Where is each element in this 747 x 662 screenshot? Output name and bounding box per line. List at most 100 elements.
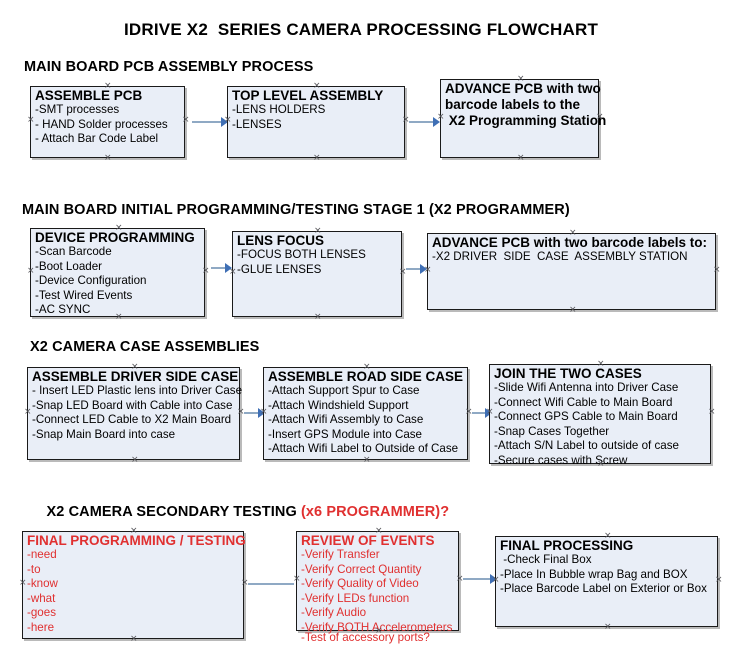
connection-handle-right[interactable] xyxy=(465,409,472,416)
connection-handle-bottom[interactable] xyxy=(115,314,122,321)
node-line: -here xyxy=(27,620,55,634)
node-line: -Verify Audio xyxy=(301,606,367,620)
node-line: -AC SYNC xyxy=(35,303,91,317)
connector-2b xyxy=(406,268,424,270)
node-line: -Snap Cases Together xyxy=(494,424,610,438)
connection-handle-right[interactable] xyxy=(456,576,463,583)
node-line: -Slide Wifi Antenna into Driver Case xyxy=(494,381,679,395)
node-title: JOIN THE TWO CASES xyxy=(494,366,642,381)
node-advance-pcb-driver-side-station[interactable]: ADVANCE PCB with two barcode labels to: … xyxy=(427,233,716,310)
connection-handle-top[interactable] xyxy=(569,230,576,237)
node-advance-pcb-programming-station[interactable]: ADVANCE PCB with two barcode labels to t… xyxy=(437,76,606,158)
connection-handle-top[interactable] xyxy=(115,225,122,232)
connection-handle-top[interactable] xyxy=(363,364,370,371)
connection-handle-bottom[interactable] xyxy=(604,624,611,631)
connection-handle-left[interactable] xyxy=(293,576,300,583)
connection-handle-left[interactable] xyxy=(224,117,231,124)
connection-handle-right[interactable] xyxy=(241,580,248,587)
connection-handle-top[interactable] xyxy=(313,83,320,90)
connection-handle-bottom[interactable] xyxy=(375,628,382,635)
node-line: -Secure cases with Screw xyxy=(494,453,628,467)
connection-handle-right[interactable] xyxy=(713,267,720,274)
node-top-level-assembly[interactable]: TOP LEVEL ASSEMBLY -LENS HOLDERS -LENSES xyxy=(227,86,405,158)
node-line: -Place In Bubble wrap Bag and BOX xyxy=(500,567,688,581)
page-title: IDRIVE X2 SERIES CAMERA PROCESSING FLOWC… xyxy=(124,20,599,39)
node-line: -Attach Wifi Label to Outside of Case xyxy=(268,442,459,456)
connection-handle-left[interactable] xyxy=(19,580,26,587)
connection-handle-bottom[interactable] xyxy=(104,155,111,162)
connection-handle-left[interactable] xyxy=(27,117,34,124)
node-assemble-road-side-case[interactable]: ASSEMBLE ROAD SIDE CASE -Attach Support … xyxy=(263,367,468,460)
connection-handle-left[interactable] xyxy=(229,269,236,276)
connection-handle-right[interactable] xyxy=(596,114,603,121)
connection-handle-bottom[interactable] xyxy=(314,314,321,321)
connection-handle-bottom[interactable] xyxy=(313,155,320,162)
node-line: - HAND Solder processes xyxy=(35,117,168,131)
connection-handle-right[interactable] xyxy=(182,117,189,124)
connection-handle-bottom[interactable] xyxy=(363,457,370,464)
connection-handle-left[interactable] xyxy=(492,577,499,584)
node-title: ASSEMBLE ROAD SIDE CASE xyxy=(268,369,464,384)
node-title: DEVICE PROGRAMMING xyxy=(35,230,195,245)
connection-handle-top[interactable] xyxy=(604,533,611,540)
section-heading-4-accent: (x6 PROGRAMMER)? xyxy=(300,504,450,520)
connection-handle-bottom[interactable] xyxy=(131,457,138,464)
connection-handle-top[interactable] xyxy=(130,528,137,535)
node-line: -know xyxy=(27,577,58,591)
node-review-of-events[interactable]: REVIEW OF EVENTS -Verify Transfer -Verif… xyxy=(293,528,459,644)
connection-handle-bottom[interactable] xyxy=(517,155,524,162)
node-title: FINAL PROGRAMMING / TESTING xyxy=(27,533,246,548)
node-assemble-driver-side-case[interactable]: ASSEMBLE DRIVER SIDE CASE - Insert LED P… xyxy=(24,364,242,460)
node-final-programming-testing[interactable]: FINAL PROGRAMMING / TESTING -need -to -k… xyxy=(19,528,246,639)
connection-handle-bottom[interactable] xyxy=(130,636,137,643)
node-line: -Attach Support Spur to Case xyxy=(268,384,420,398)
connection-handle-right[interactable] xyxy=(237,409,244,416)
connection-handle-top[interactable] xyxy=(131,364,138,371)
connection-handle-right[interactable] xyxy=(202,268,209,275)
connection-handle-top[interactable] xyxy=(104,83,111,90)
node-line: -Verify LEDs function xyxy=(301,591,410,605)
section-heading-3: X2 CAMERA CASE ASSEMBLIES xyxy=(30,339,260,355)
connection-handle-left[interactable] xyxy=(260,409,267,416)
node-assemble-pcb[interactable]: ASSEMBLE PCB -SMT processes - HAND Solde… xyxy=(30,86,185,158)
connection-handle-right[interactable] xyxy=(708,409,715,416)
node-device-programming[interactable]: DEVICE PROGRAMMING -Scan Barcode -Boot L… xyxy=(30,228,205,317)
connection-handle-left[interactable] xyxy=(424,267,431,274)
node-title-line2: barcode labels to the xyxy=(445,97,581,113)
node-lens-focus[interactable]: LENS FOCUS -FOCUS BOTH LENSES -GLUE LENS… xyxy=(232,231,402,317)
connection-handle-left[interactable] xyxy=(24,409,31,416)
node-line: -Test Wired Events xyxy=(35,288,133,302)
connection-handle-bottom[interactable] xyxy=(597,461,604,468)
connection-handle-bottom[interactable] xyxy=(569,307,576,314)
connection-handle-top[interactable] xyxy=(517,76,524,83)
node-line: -FOCUS BOTH LENSES xyxy=(237,248,366,262)
node-line: -to xyxy=(27,562,41,576)
connector-1b-arrowhead xyxy=(433,117,440,127)
section-heading-4-text: X2 CAMERA SECONDARY TESTING xyxy=(46,504,301,520)
node-line: -Connect GPS Cable to Main Board xyxy=(494,410,678,424)
node-line: -Connect LED Cable to X2 Main Board xyxy=(32,413,232,427)
node-line: -Verify BOTH Accelerometers xyxy=(301,620,453,634)
node-title: ASSEMBLE DRIVER SIDE CASE xyxy=(32,369,239,384)
connection-handle-right[interactable] xyxy=(715,577,722,584)
node-title: TOP LEVEL ASSEMBLY xyxy=(232,88,384,103)
node-line: - Attach Bar Code Label xyxy=(35,132,159,146)
node-line: -LENSES xyxy=(232,117,282,131)
connection-handle-left[interactable] xyxy=(27,268,34,275)
connection-handle-left[interactable] xyxy=(437,114,444,121)
node-line: -Attach Wifi Assembly to Case xyxy=(268,413,424,427)
node-line: -Attach Windshield Support xyxy=(268,398,409,412)
connection-handle-top[interactable] xyxy=(314,228,321,235)
connector-4b xyxy=(463,578,495,580)
node-title: FINAL PROCESSING xyxy=(500,538,634,553)
connection-handle-top[interactable] xyxy=(597,361,604,368)
node-final-processing[interactable]: FINAL PROCESSING -Check Final Box -Place… xyxy=(495,536,718,627)
node-line: -Attach S/N Label to outside of case xyxy=(494,439,679,453)
node-line: -Connect Wifi Cable to Main Board xyxy=(494,395,673,409)
node-title: ADVANCE PCB with two xyxy=(445,81,601,96)
connection-handle-right[interactable] xyxy=(399,269,406,276)
connection-handle-right[interactable] xyxy=(402,117,409,124)
connection-handle-left[interactable] xyxy=(486,409,493,416)
connection-handle-top[interactable] xyxy=(375,528,382,535)
node-join-the-two-cases[interactable]: JOIN THE TWO CASES -Slide Wifi Antenna i… xyxy=(486,361,711,467)
